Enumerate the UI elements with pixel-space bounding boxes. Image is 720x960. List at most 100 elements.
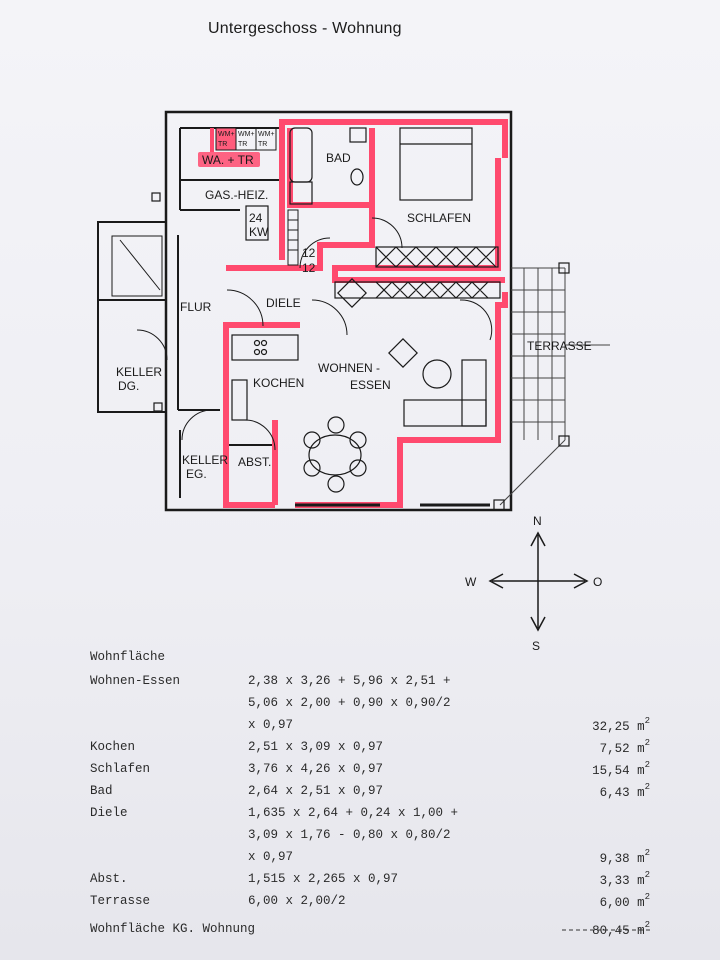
area-row-unit-exponent: 2 — [644, 848, 650, 858]
stairs — [111, 209, 299, 297]
wm-label-1a: WM+ — [218, 131, 235, 138]
door-terrasse — [459, 299, 493, 341]
highlight-bad — [287, 128, 370, 208]
area-row-unit-exponent: 2 — [644, 870, 650, 880]
plan-walls — [97, 110, 610, 512]
wm-label-2a: WM+ — [238, 131, 255, 138]
stairs-top: 12 — [302, 246, 316, 260]
compass-north: N — [533, 514, 542, 528]
area-row-result: 80,45 m2 — [592, 920, 650, 939]
arrow-south-icon — [530, 616, 546, 632]
label-keller-dg-2: DG. — [118, 379, 139, 393]
area-row-formula: 1,635 x 2,64 + 0,24 x 1,00 + — [248, 806, 459, 820]
compass-west: W — [465, 575, 477, 589]
wm-label-3b: TR — [258, 141, 267, 148]
area-row: Abst. 1,515 x 2,265 x 0,97 3,33 m2 — [90, 870, 690, 892]
area-row: Wohnfläche — [90, 650, 690, 670]
label-keller-dg-1: KELLER — [116, 365, 162, 379]
sofa-side — [461, 359, 487, 427]
area-row-unit-exponent: 2 — [644, 892, 650, 902]
highlight-schlafen — [332, 158, 505, 283]
area-row-label: Abst. — [90, 872, 128, 886]
area-row-value: 32,25 m — [592, 720, 645, 735]
area-row-label: Schlafen — [90, 762, 151, 776]
label-abst: ABST. — [238, 455, 271, 469]
heater-line2: KW — [249, 225, 269, 239]
label-diele: DIELE — [266, 296, 301, 310]
highlight-top — [279, 119, 508, 260]
area-row-value: 6,00 m — [599, 896, 645, 911]
area-row-value: 9,38 m — [599, 852, 645, 867]
area-row-label: Wohnfläche — [90, 650, 166, 664]
outer-wall — [164, 110, 513, 512]
area-row-result: 32,25 m2 — [592, 716, 650, 735]
door-abst — [244, 419, 276, 451]
area-row-formula: 3,09 x 1,76 - 0,80 x 0,80/2 — [248, 828, 451, 842]
dining-table — [308, 434, 362, 476]
label-schlafen: SCHLAFEN — [407, 211, 471, 225]
heater-box — [245, 205, 269, 241]
bathtub — [289, 127, 313, 183]
arrow-east-icon — [573, 573, 589, 589]
shelf — [334, 281, 501, 299]
arrow-north-icon — [530, 531, 546, 547]
toilet — [350, 168, 364, 186]
area-row-result: 3,33 m2 — [599, 870, 650, 889]
area-row-unit-exponent: 2 — [644, 716, 650, 726]
label-keller-eg-1: KELLER — [182, 453, 228, 467]
area-row: Diele 1,635 x 2,64 + 0,24 x 1,00 + — [90, 806, 690, 826]
wa-tr-label: WA. + TR — [202, 153, 254, 167]
area-row-value: 80,45 m — [592, 924, 645, 939]
wm-tr-3 — [255, 127, 277, 151]
bed — [399, 127, 473, 201]
arrow-west-icon — [488, 573, 504, 589]
area-row-label: Kochen — [90, 740, 136, 754]
label-bad: BAD — [326, 151, 351, 165]
area-row-result: 7,52 m2 — [599, 738, 650, 757]
area-row-result: 15,54 m2 — [592, 760, 650, 778]
storage-wing — [97, 221, 167, 413]
bath-fixtures — [289, 127, 367, 205]
area-row-unit-exponent: 2 — [644, 782, 650, 792]
compass-east: O — [593, 575, 602, 589]
armchair — [388, 338, 418, 368]
sofa — [403, 399, 487, 427]
area-row-label: Terrasse — [90, 894, 151, 908]
armchair-2 — [337, 278, 367, 308]
area-row-value: 3,33 m — [599, 874, 645, 889]
area-row-unit-exponent: 2 — [644, 920, 650, 930]
living-furniture — [303, 278, 487, 493]
area-row-label: Wohnen-Essen — [90, 674, 181, 688]
compass — [488, 531, 589, 632]
highlight-kochen — [223, 322, 300, 508]
door-keller-eg — [181, 409, 213, 441]
label-essen: ESSEN — [350, 378, 391, 392]
label-wohnen: WOHNEN - — [318, 361, 380, 375]
kitchen-counter — [231, 334, 299, 421]
page-title: Untergeschoss - Wohnung — [208, 20, 402, 37]
area-row-formula: 1,515 x 2,265 x 0,97 — [248, 872, 399, 886]
door-wohnen — [311, 299, 348, 336]
wa-tr-highlight — [198, 152, 260, 167]
doors — [136, 217, 493, 451]
shower — [289, 181, 313, 205]
area-row-result: 9,38 m2 — [599, 848, 650, 867]
terrace-grid — [499, 267, 610, 506]
sink — [349, 127, 367, 143]
area-row-label: Diele — [90, 806, 128, 820]
washing-machines — [215, 127, 277, 151]
bedroom-furniture — [334, 127, 501, 299]
area-row: 3,09 x 1,76 - 0,80 x 0,80/2 — [90, 828, 690, 848]
area-row-formula: x 0,97 — [248, 718, 294, 732]
wardrobe — [375, 246, 499, 268]
stairs-bottom: 12 — [302, 261, 316, 275]
area-row: x 0,97 32,25 m2 — [90, 716, 690, 738]
label-terrasse: TERRASSE — [527, 339, 592, 353]
label-keller-eg-2: EG. — [186, 467, 207, 481]
area-row-value: 7,52 m — [599, 742, 645, 757]
highlight-diele — [226, 128, 375, 271]
